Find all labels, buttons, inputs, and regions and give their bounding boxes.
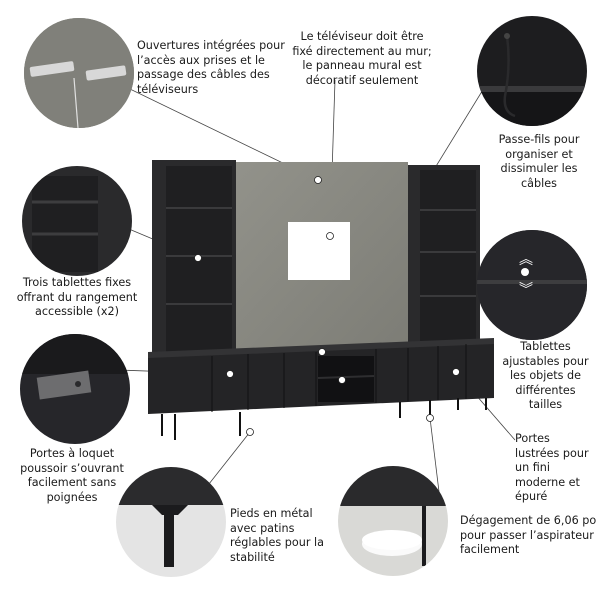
svg-text:︽: ︽	[519, 252, 533, 268]
detail-vacuum-clearance	[338, 466, 448, 576]
svg-text:︾: ︾	[519, 282, 533, 298]
callout-glossy-doors: Portes lustrées pour un fini moderne et …	[515, 432, 589, 503]
callout-adjustable-shelves: Tablettes ajustables pour les objets de …	[502, 340, 589, 411]
callout-tv-note: Le téléviseur doit être fixé directement…	[292, 30, 432, 87]
callout-push-latch-doors: Portes à loquet poussoir s’ouvrant facil…	[20, 447, 124, 504]
detail-fixed-shelves	[22, 166, 132, 276]
callout-cable-grommets: Passe-fils pour organiser et dissimuler …	[498, 133, 580, 190]
callout-fixed-shelves: Trois tablettes fixes offrant du rangeme…	[16, 276, 138, 318]
detail-cable-openings	[24, 18, 134, 128]
detail-push-latch	[20, 334, 130, 444]
tv-mount-cutout	[288, 222, 350, 280]
detail-metal-feet	[116, 467, 226, 577]
callout-cable-openings: Ouvertures intégrées pour l’accès aux pr…	[137, 39, 285, 96]
detail-adjustable-shelves: ︽ ︾	[477, 230, 587, 340]
callout-metal-feet: Pieds en métal avec patins réglables pou…	[230, 507, 324, 564]
callout-vacuum-clearance: Dégagement de 6,06 po pour passer l’aspi…	[460, 514, 597, 556]
detail-cable-grommet	[477, 16, 587, 126]
